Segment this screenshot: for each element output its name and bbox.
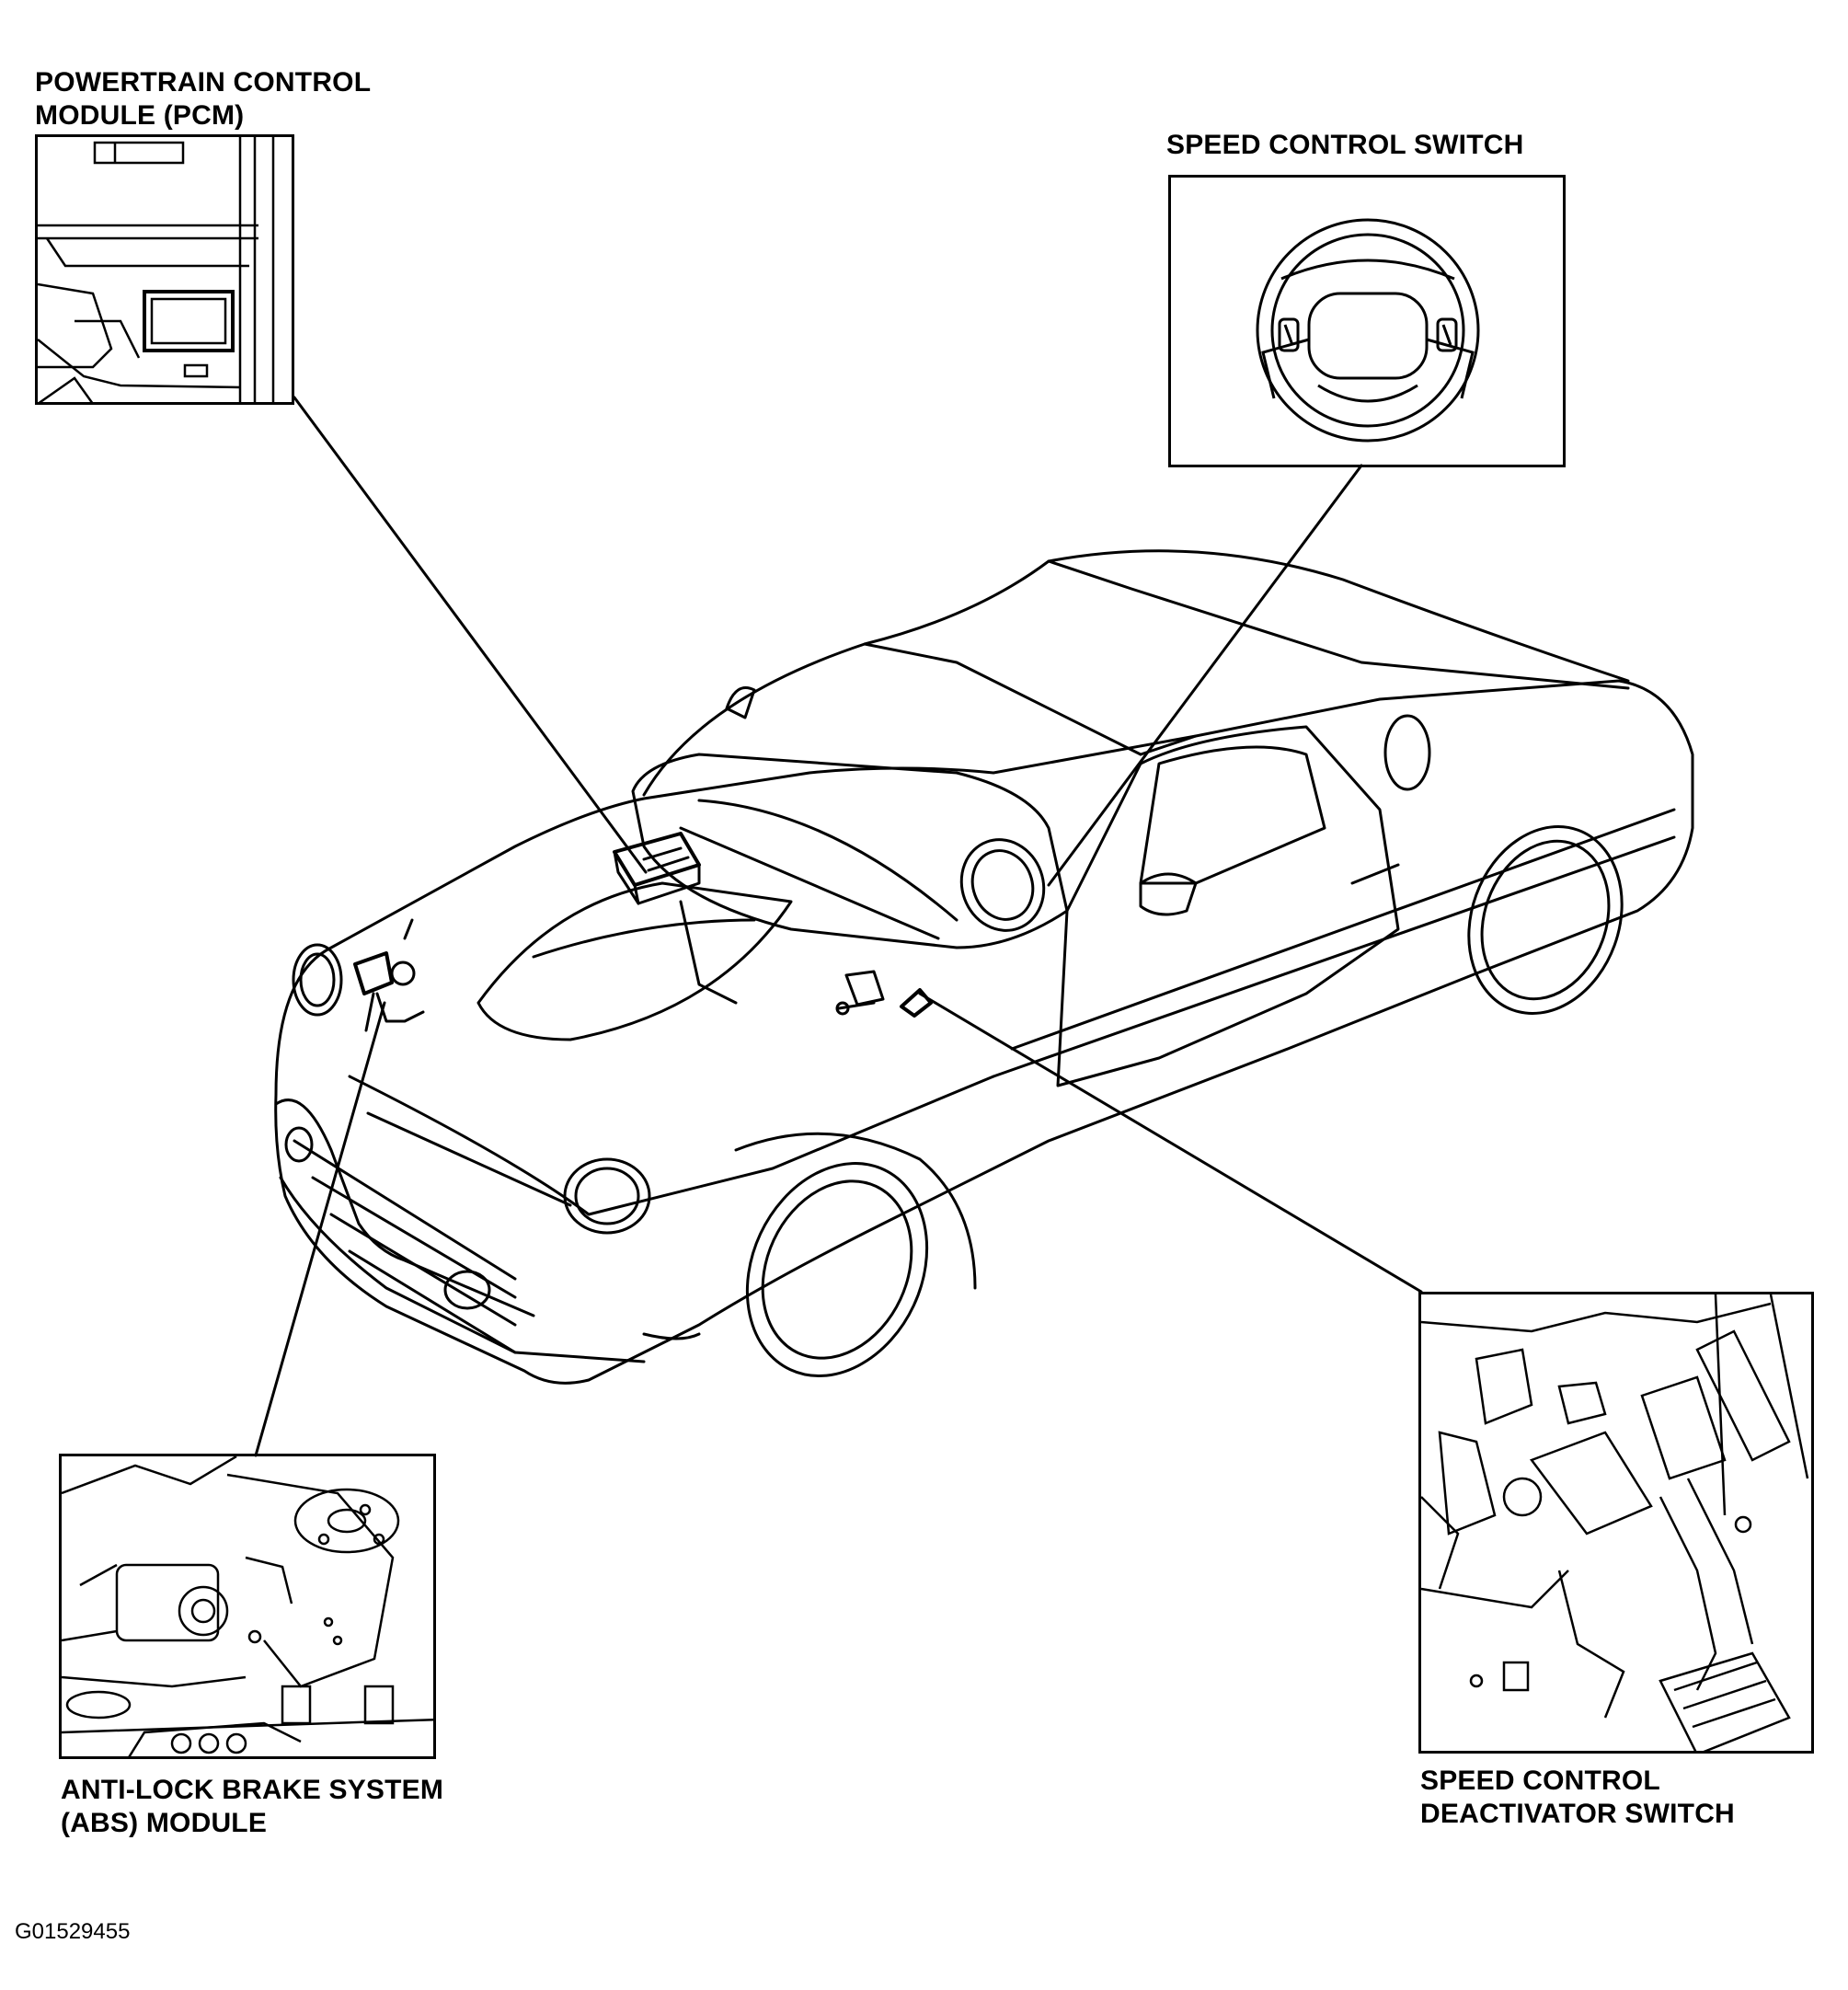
abs-module-inset: [59, 1454, 436, 1759]
rear-lamp: [1383, 714, 1431, 791]
rear-wheel: [1467, 825, 1624, 1015]
speed-control-deactivator-switch-inset: [1418, 1292, 1814, 1754]
pcm-detail-drawing: [38, 137, 275, 402]
hardtop-roof: [642, 549, 1630, 797]
car-body-outline: [274, 679, 1694, 1385]
fog-lamp-left: [443, 1270, 491, 1310]
steering-wheel-on-vehicle: [959, 838, 1046, 932]
speed-control-switch-label: SPEED CONTROL SWITCH: [1166, 130, 1524, 160]
front-grille: [274, 1099, 535, 1317]
abs-module-on-vehicle: [353, 918, 425, 1032]
left-headlamp: [563, 1157, 651, 1235]
pcm-leader-line: [293, 396, 648, 874]
pcm-on-vehicle: [613, 832, 701, 905]
right-headlamp: [292, 943, 343, 1017]
deactivator-leader-line: [918, 992, 1423, 1294]
deactivator-switch-detail-drawing: [1421, 1294, 1809, 1751]
windshield-frame: [631, 753, 1069, 949]
abs-module-label: ANTI-LOCK BRAKE SYSTEM (ABS) MODULE: [61, 1775, 444, 1838]
hood-scoop: [476, 881, 793, 1041]
speed-control-switch-inset: [1168, 175, 1566, 467]
door: [1056, 725, 1400, 1087]
side-mirror: [1139, 872, 1198, 916]
pcm-label: POWERTRAIN CONTROL MODULE (PCM): [35, 67, 372, 131]
pcm-inset: [35, 134, 294, 405]
speed-control-deactivator-switch-label: SPEED CONTROL DEACTIVATOR SWITCH: [1420, 1766, 1735, 1829]
front-bumper: [279, 1176, 646, 1363]
abs-module-detail-drawing: [62, 1456, 433, 1756]
abs-leader-line: [254, 1001, 386, 1457]
deactivator-switch-on-vehicle: [835, 970, 933, 1018]
speed-switch-leader-line: [1047, 464, 1363, 887]
front-wheel: [745, 1162, 929, 1377]
figure-id: G01529455: [15, 1919, 131, 1944]
steering-wheel-drawing: [1256, 218, 1480, 443]
fog-lamp-right: [284, 1126, 314, 1163]
